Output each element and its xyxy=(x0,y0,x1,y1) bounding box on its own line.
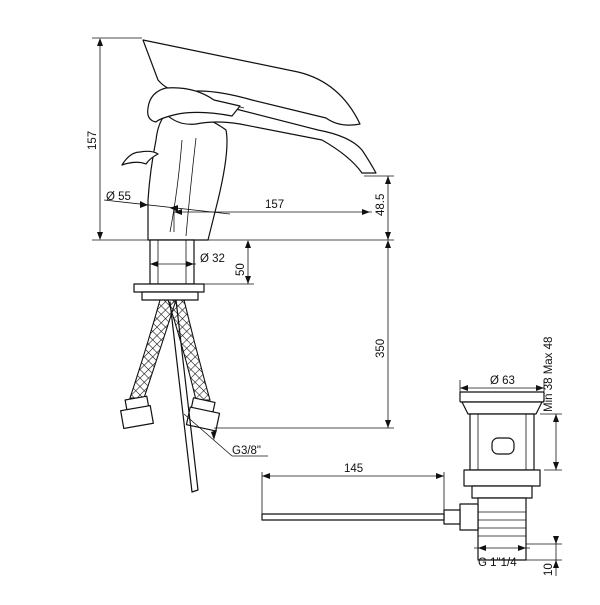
dim-body-diameter: Ø 55 xyxy=(106,191,131,203)
dim-waste-diameter: Ø 63 xyxy=(490,375,515,387)
dim-spout-height: 48.5 xyxy=(375,194,387,216)
dim-hose-length: 350 xyxy=(375,339,387,358)
lever-base xyxy=(147,87,241,123)
dim-spout-reach: 157 xyxy=(265,199,284,211)
dim-waste-thread: G 1"1/4 xyxy=(478,557,517,569)
fixing-nut xyxy=(133,283,205,293)
pop-up-rod xyxy=(261,513,445,521)
dim-thread-length: 10 xyxy=(543,563,555,576)
dim-hose-thread: G3/8" xyxy=(232,445,261,457)
dim-shank-diameter: Ø 32 xyxy=(200,253,225,265)
dim-height-total: 157 xyxy=(87,131,99,150)
dim-waste-range: Min 38 Max 48 xyxy=(543,337,555,412)
flexible-hoses xyxy=(120,299,221,493)
faucet-dimensions: 157 Ø 55 157 48.5 Ø 32 50 xyxy=(87,37,394,457)
dim-rod-length: 145 xyxy=(344,463,363,475)
dim-shank-length: 50 xyxy=(235,263,247,276)
faucet xyxy=(120,39,377,493)
waste-dimensions: Ø 63 Min 38 Max 48 145 G 1"1/4 10 xyxy=(261,337,562,576)
pop-up-waste xyxy=(261,391,545,561)
front-knob xyxy=(121,150,159,166)
